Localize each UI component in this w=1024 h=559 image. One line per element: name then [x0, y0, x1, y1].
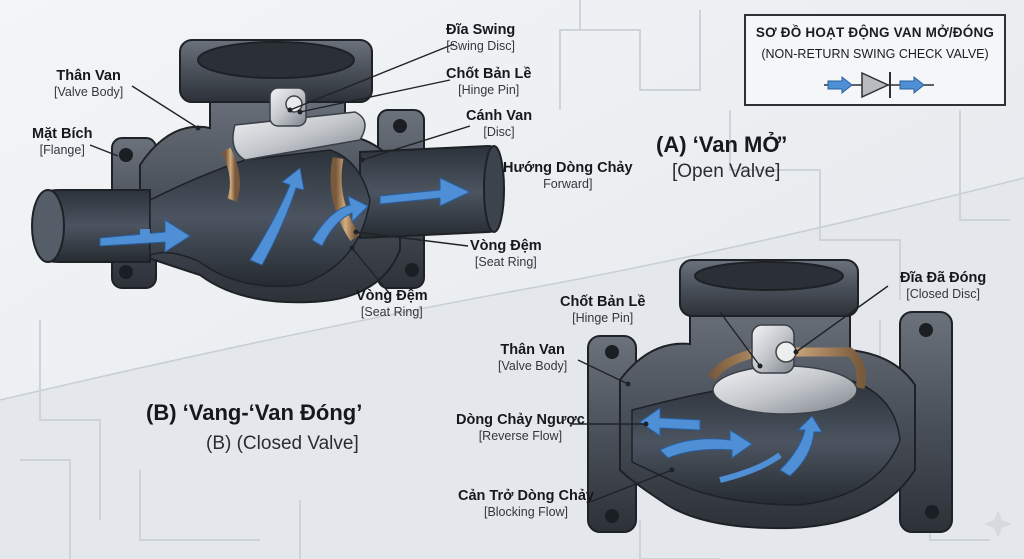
- label-flange: Mặt Bích [Flange]: [32, 126, 93, 157]
- closed-valve-title: (B) ‘Vang-‘Van Đóng’: [146, 400, 363, 425]
- label-seat-ring-right: Vòng Đệm [Seat Ring]: [470, 238, 542, 269]
- legend-title: SƠ ĐỒ HOẠT ĐỘNG VAN MỞ/ĐÓNG: [755, 25, 995, 40]
- leader-dots: [195, 107, 799, 473]
- legend-subtitle: (NON-RETURN SWING CHECK VALVE): [761, 47, 989, 61]
- label-swing-disc: Đĩa Swing [Swing Disc]: [446, 22, 516, 53]
- panel-divider: [0, 177, 1024, 401]
- label-seat-ring-bottom: Vòng Đệm [Seat Ring]: [356, 288, 428, 319]
- label-reverse-flow: Dòng Chảy Ngược [Reverse Flow]: [456, 412, 585, 443]
- label-valve-body-closed: Thân Van [Valve Body]: [498, 342, 568, 373]
- label-hinge-pin-closed: Chốt Bản Lề [Hinge Pin]: [560, 294, 646, 325]
- open-valve-title: (A) ‘Van MỞ’: [656, 132, 788, 157]
- sparkle-icon: [984, 510, 1012, 538]
- label-blocking-flow: Cản Trở Dòng Chảy [Blocking Flow]: [458, 488, 594, 519]
- label-hinge-pin-open: Chốt Bản Lề [Hinge Pin]: [446, 66, 532, 97]
- legend-box: SƠ ĐỒ HOẠT ĐỘNG VAN MỞ/ĐÓNG (NON-RETURN …: [744, 14, 1006, 106]
- label-flow-direction: Hướng Dòng Chảy Forward]: [503, 160, 633, 191]
- open-valve-subtitle: [Open Valve]: [672, 161, 781, 182]
- label-valve-body-open: Thân Van [Valve Body]: [54, 68, 124, 99]
- closed-valve-cutaway: [587, 259, 953, 533]
- leader-lines: [89, 43, 889, 503]
- open-valve-cutaway: [31, 39, 505, 304]
- label-closed-disc: Đĩa Đã Đóng [Closed Disc]: [900, 270, 987, 301]
- check-valve-symbol-icon: [824, 71, 934, 99]
- closed-valve-subtitle: (B) (Closed Valve]: [206, 433, 359, 454]
- label-disc: Cánh Van [Disc]: [466, 108, 533, 139]
